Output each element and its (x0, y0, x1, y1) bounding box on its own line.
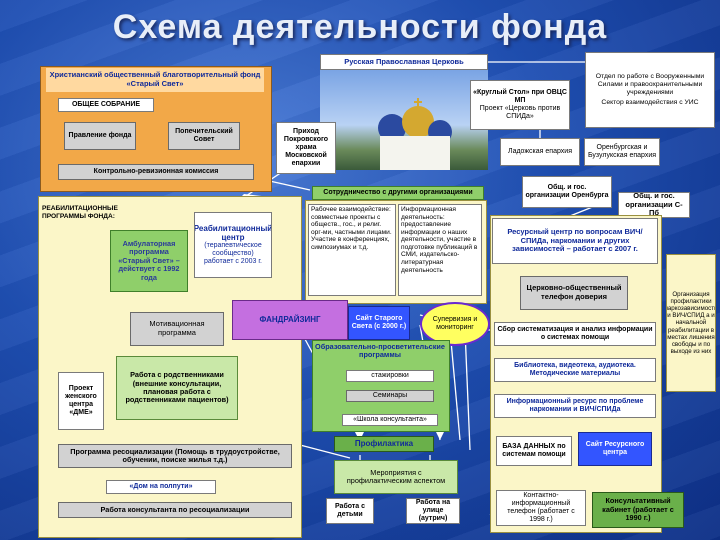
resocial-box: Программа ресоциализации (Помощь в трудо… (58, 444, 292, 468)
side-note: Организация профилактики наркозависимост… (666, 254, 716, 392)
children-box: Работа с детьми (326, 498, 374, 524)
library-box: Библиотека, видеотека, аудиотека. Методи… (494, 358, 656, 382)
counselor-school-box: «Школа консультанта» (342, 414, 438, 426)
military-box: Отдел по работе с Вооруженными Силами и … (585, 52, 715, 128)
parish-box: Приход Покровского храма Московской епар… (276, 122, 336, 174)
church-photo (320, 70, 488, 170)
consult-office-box: Консультативный кабинет (работает с 1990… (592, 492, 684, 528)
women-center-box: Проект женского центра «ДМЕ» (58, 372, 104, 430)
preventive-events-box: Мероприятия с профилактическим аспектом (334, 460, 458, 494)
ngo-oren-box: Общ. и гос. организации Оренбурга (522, 176, 612, 208)
roundtable-box: «Круглый Стол» при ОВЦС МП Проект «Церко… (470, 80, 570, 130)
database-box: БАЗА ДАННЫХ по системам помощи (496, 436, 572, 466)
military-label: Отдел по работе с Вооруженными Силами и … (588, 73, 712, 96)
fundraising-box: ФАНДРАЙЗИНГ (232, 300, 348, 340)
assembly-box: ОБЩЕЕ СОБРАНИЕ (58, 98, 154, 112)
board-box: Правление фонда (64, 122, 136, 150)
coop-left-box: Рабочее взаимодействие: совместные проек… (308, 204, 396, 296)
orenburg-box: Оренбургская и Бузулукская епархия (584, 138, 660, 166)
outreach-box: Работа на улице (аутрич) (406, 498, 460, 524)
hotline-box: Церковно-общественный телефон доверия (520, 276, 628, 310)
roundtable-label: «Круглый Стол» при ОВЦС МП (473, 89, 567, 105)
seminars-box: Семинары (346, 390, 434, 402)
project-label: Проект «Церковь против СПИДа» (473, 105, 567, 121)
coop-right-box: Информационная деятельность: предоставле… (398, 204, 482, 296)
sector-label: Сектор взаимодействия с УИС (601, 99, 698, 107)
coop-box: Сотрудничество с другими организациями (312, 186, 484, 200)
collect-box: Сбор систематизация и анализ информации … (494, 322, 656, 346)
rehab-center-title: Реабилитационный центр (194, 224, 272, 242)
trustees-box: Попечительский Совет (168, 122, 240, 150)
consult-box: Работа консультанта по ресоциализации (58, 502, 292, 518)
relatives-box: Работа с родственниками (внешние консуль… (116, 356, 238, 420)
rehab-center-box: Реабилитационный центр (терапевтическое … (194, 212, 272, 278)
church-domes-icon (320, 70, 488, 170)
resource-center-box: Ресурсный центр по вопросам ВИЧ/СПИДа, н… (492, 218, 658, 264)
internships-box: стажировки (346, 370, 434, 382)
halfway-box: «Дом на полпути» (106, 480, 216, 494)
rehab-center-detail: (терапевтическое сообщество) работает с … (197, 242, 269, 266)
motivational-box: Мотивационная программа (130, 312, 224, 346)
rehab-header: РЕАБИЛИТАЦИОННЫЕ ПРОГРАММЫ ФОНДА: (40, 198, 132, 228)
education-box: Образовательно-просветительские программ… (312, 342, 448, 360)
ladoga-box: Ладожская епархия (500, 138, 580, 166)
contact-phone-box: Контактно-информационный телефон (работа… (496, 490, 586, 526)
audit-box: Контрольно-ревизионная комиссия (58, 164, 254, 180)
info-resource-box: Информационный ресурс по проблеме нарком… (494, 394, 656, 418)
org-name: Христианский общественный благотворитель… (46, 68, 264, 92)
ambulatory-box: Амбулаторная программа «Старый Свет» – д… (110, 230, 188, 292)
site-box: Сайт Старого Света (с 2000 г.) (348, 306, 410, 340)
prevention-box: Профилактика (334, 436, 434, 452)
church-box: Русская Православная Церковь (320, 54, 488, 70)
resource-site-box: Сайт Ресурсного центра (578, 432, 652, 466)
